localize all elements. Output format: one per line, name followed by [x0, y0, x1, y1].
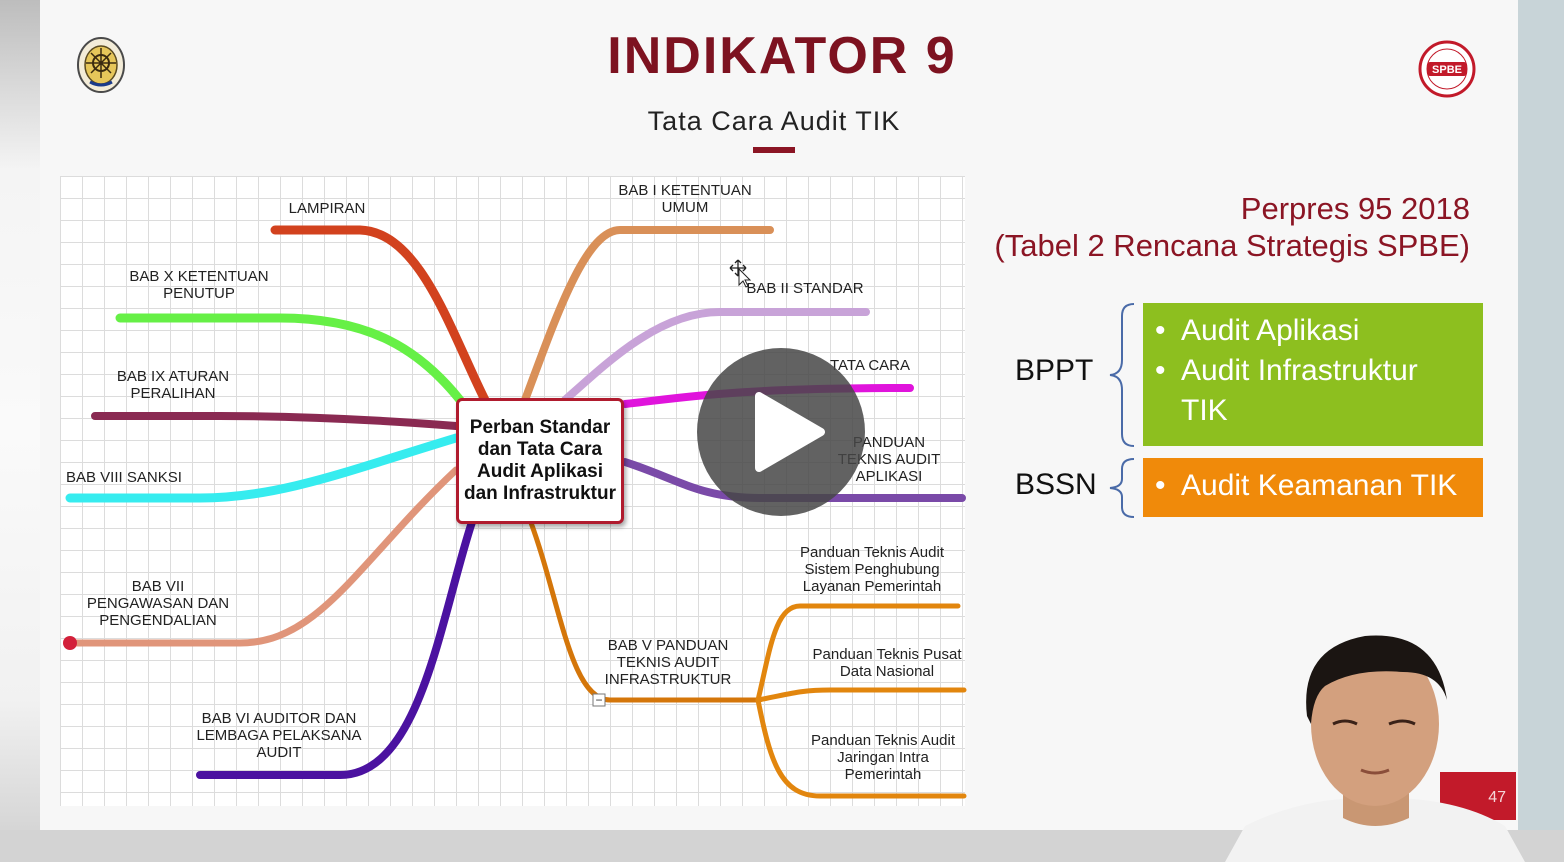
bullet: •	[1155, 469, 1166, 502]
background-strip-right	[1516, 0, 1564, 862]
label-bab8: BAB VIII SANKSI	[66, 469, 182, 486]
label-bab5: BAB V PANDUAN TEKNIS AUDIT INFRASTRUKTUR	[604, 637, 732, 688]
bppt-item: • Audit Aplikasi	[1155, 311, 1471, 351]
label-lampiran: LAMPIRAN	[288, 200, 366, 217]
perpres-line-2: (Tabel 2 Rencana Strategis SPBE)	[994, 228, 1470, 263]
label-bab3: TATA CARA	[829, 357, 910, 374]
label-sph: Panduan Teknis Audit Sistem Penghubung L…	[799, 544, 944, 595]
branch-bab6	[196, 518, 476, 779]
branch-bab2	[561, 308, 870, 404]
spbe-logo-icon: SPBE	[1418, 40, 1476, 98]
label-bab2: BAB II STANDAR	[746, 280, 864, 297]
label-bab7: BAB VII PENGAWASAN DAN PENGENDALIAN	[86, 578, 230, 629]
branch-bab8	[65, 433, 461, 503]
branch-end-dot	[63, 636, 77, 650]
spbe-logo-text: SPBE	[1432, 64, 1462, 76]
play-icon	[755, 392, 825, 472]
label-pdn: Panduan Teknis Pusat Data Nasional	[812, 646, 962, 680]
label-jip: Panduan Teknis Audit Jaringan Intra Peme…	[810, 732, 955, 783]
branch-bab1	[521, 226, 774, 404]
bssn-item-text: Audit Keamanan TIK	[1181, 469, 1458, 502]
title-underline	[753, 147, 795, 153]
branch-bab7	[66, 466, 460, 647]
label-bab1: BAB I KETENTUAN UMUM	[618, 182, 752, 216]
mind-map-center-node: Perban Standar dan Tata Cara Audit Aplik…	[456, 398, 624, 524]
presenter-webcam	[1225, 635, 1525, 862]
org-label-bppt: BPPT	[1015, 354, 1094, 387]
label-bab9: BAB IX ATURAN PERALIHAN	[116, 368, 230, 402]
collapse-toggle-symbol[interactable]: −	[595, 693, 602, 707]
spbe-logo: SPBE	[1416, 40, 1478, 98]
org-label-bssn: BSSN	[1015, 468, 1097, 501]
bullet: •	[1155, 354, 1166, 387]
branch-lampiran	[270, 225, 490, 405]
label-bab10: BAB X KETENTUAN PENUTUP	[129, 268, 269, 302]
emblem-logo-icon	[77, 37, 125, 93]
bssn-items-box: • Audit Keamanan TIK	[1143, 458, 1483, 517]
bppt-items-box: • Audit Aplikasi • Audit Infrastruktur T…	[1143, 303, 1483, 446]
bppt-item-text: Audit Aplikasi	[1181, 314, 1360, 347]
bppt-item-text: Audit Infrastruktur TIK	[1181, 354, 1418, 427]
collapse-toggle	[592, 693, 606, 707]
slide-title: INDIKATOR 9	[607, 27, 957, 85]
branch-jip	[755, 697, 967, 799]
brace-bssn	[1109, 458, 1135, 518]
perpres-line-1: Perpres 95 2018	[1240, 191, 1470, 226]
play-button[interactable]	[697, 348, 865, 516]
brace-bppt	[1109, 303, 1135, 447]
bppt-item: • Audit Infrastruktur TIK	[1155, 351, 1471, 431]
perpres-heading: Perpres 95 2018 (Tabel 2 Rencana Strateg…	[940, 190, 1470, 264]
label-bab6: BAB VI AUDITOR DAN LEMBAGA PELAKSANA AUD…	[196, 710, 362, 761]
move-cursor-icon	[729, 259, 752, 288]
bssn-item: • Audit Keamanan TIK	[1155, 466, 1471, 506]
slide-subtitle: Tata Cara Audit TIK	[647, 106, 901, 136]
branch-pdn	[755, 687, 967, 703]
bullet: •	[1155, 314, 1166, 347]
branch-sph	[755, 603, 961, 703]
branch-bab10	[115, 313, 465, 405]
label-bab4: PANDUAN TEKNIS AUDIT APLIKASI	[837, 434, 941, 485]
branch-bab9	[91, 412, 460, 430]
